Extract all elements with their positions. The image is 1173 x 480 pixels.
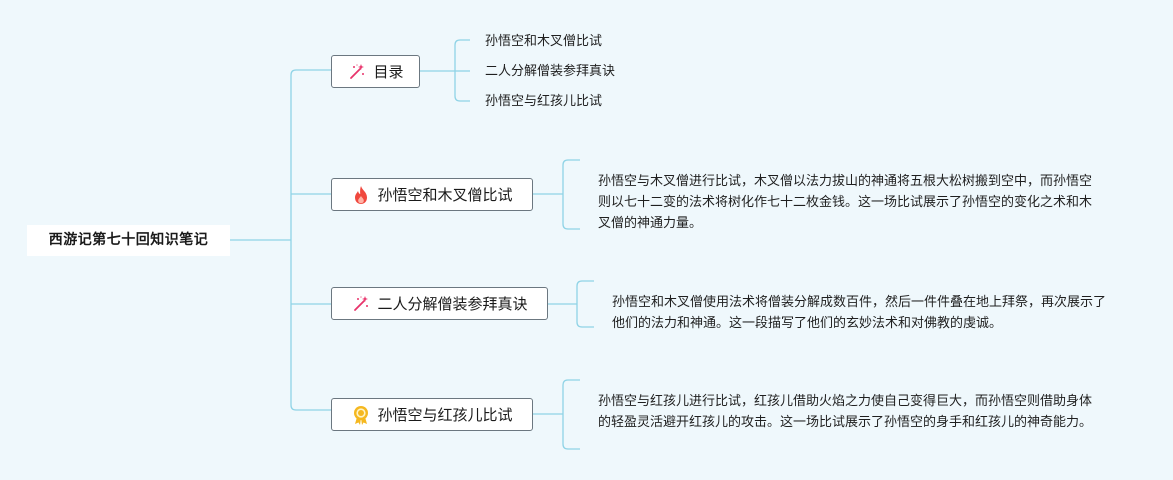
- connector-note-2: [548, 280, 594, 328]
- root-topic[interactable]: 西游记第七十回知识笔记: [27, 225, 230, 256]
- fire-icon: [351, 185, 371, 205]
- sparkle-wand-icon: [351, 294, 371, 314]
- toc-item[interactable]: 孙悟空和木叉僧比试: [485, 34, 603, 49]
- branch-wukong-vs-muzha[interactable]: 孙悟空和木叉僧比试: [331, 178, 533, 211]
- branch-robes-ritual[interactable]: 二人分解僧装参拜真诀: [331, 287, 548, 320]
- branch-wukong-vs-honghaier[interactable]: 孙悟空与红孩儿比试: [331, 398, 533, 431]
- branch-toc[interactable]: 目录: [331, 55, 420, 88]
- note-text: 孙悟空与红孩儿进行比试，红孩儿借助火焰之力使自己变得巨大，而孙悟空则借助身体的轻…: [598, 394, 1093, 430]
- branch-label: 二人分解僧装参拜真诀: [377, 295, 528, 313]
- connector-note-3: [533, 379, 580, 450]
- toc-item[interactable]: 孙悟空与红孩儿比试: [485, 94, 603, 109]
- connector-trunk: [290, 69, 297, 411]
- connector-note-1: [533, 159, 580, 230]
- branch-label: 孙悟空和木叉僧比试: [377, 186, 513, 204]
- note-text: 孙悟空和木叉僧使用法术将僧装分解成数百件，然后一件件叠在地上拜祭，再次展示了他们…: [612, 295, 1107, 331]
- note-text: 孙悟空与木叉僧进行比试，木叉僧以法力拔山的神通将五根大松树搬到空中，而孙悟空则以…: [598, 174, 1093, 231]
- sparkle-wand-icon: [347, 62, 367, 82]
- branch-label: 目录: [373, 63, 404, 81]
- toc-item[interactable]: 二人分解僧装参拜真诀: [485, 64, 616, 79]
- branch-label: 孙悟空与红孩儿比试: [377, 406, 513, 424]
- award-medal-icon: [351, 405, 371, 425]
